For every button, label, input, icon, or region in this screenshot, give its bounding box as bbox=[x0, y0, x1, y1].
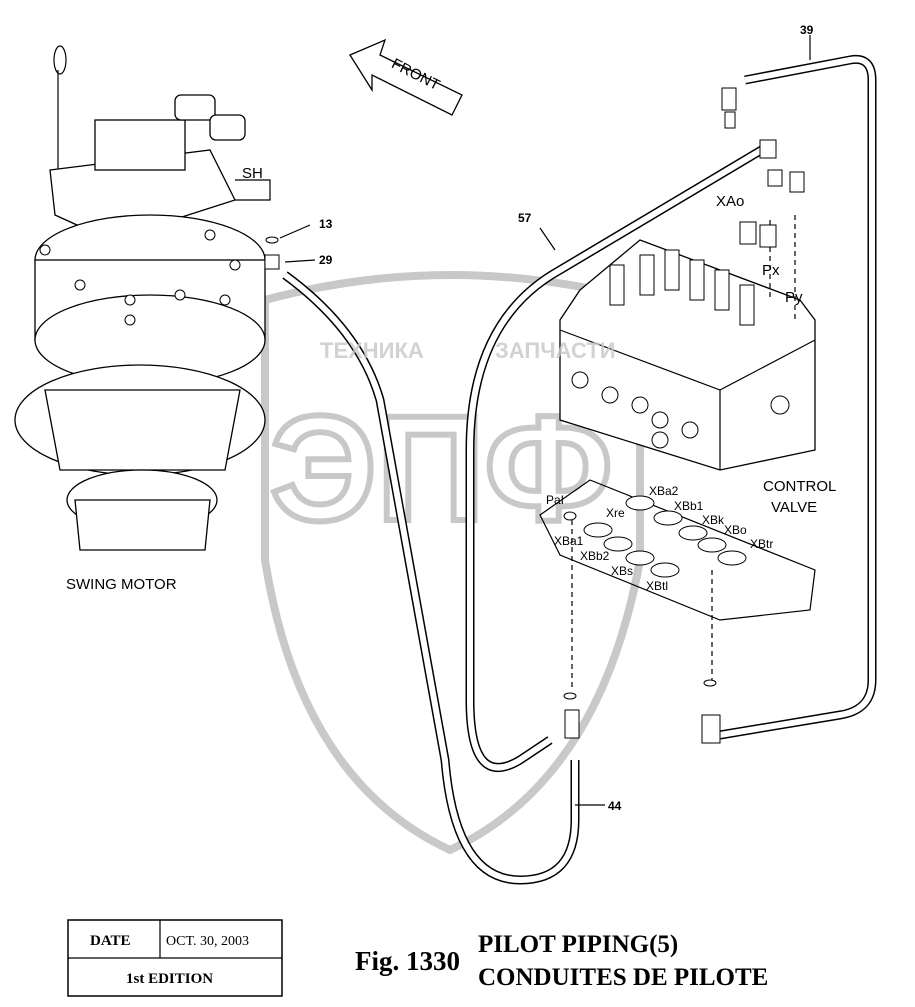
title-block: DATE OCT. 30, 2003 1st EDITION bbox=[67, 919, 283, 997]
svg-text:ЭПФ: ЭПФ bbox=[270, 384, 613, 552]
label-xbs: XBs bbox=[611, 564, 633, 578]
part-number-39: 39 bbox=[800, 23, 814, 37]
swing-motor-label: SWING MOTOR bbox=[66, 576, 177, 593]
swing-motor-drawing bbox=[14, 45, 266, 551]
part-number-44: 44 bbox=[608, 799, 622, 813]
leader-lines bbox=[235, 35, 811, 806]
figure-title-en: PILOT PIPING(5) bbox=[478, 931, 678, 958]
label-px: Px bbox=[762, 262, 780, 279]
label-xbb2: XBb2 bbox=[580, 549, 610, 563]
part-number-57: 57 bbox=[518, 211, 532, 225]
label-xbtl: XBtl bbox=[646, 579, 668, 593]
edition: 1st EDITION bbox=[126, 971, 213, 987]
hoses bbox=[282, 54, 877, 885]
label-xbk: XBk bbox=[702, 513, 725, 527]
control-valve-label-1: CONTROL bbox=[763, 478, 836, 495]
svg-text:ЗАПЧАСТИ: ЗАПЧАСТИ bbox=[495, 338, 616, 363]
label-xre: Xre bbox=[606, 506, 625, 520]
watermark: ЭПФ bbox=[261, 271, 644, 855]
control-valve-label-2: VALVE bbox=[771, 499, 817, 516]
figure-number: Fig. 1330 bbox=[355, 946, 460, 976]
label-xbo: XBo bbox=[724, 523, 747, 537]
control-valve-drawing bbox=[539, 215, 816, 690]
label-xao: XAo bbox=[716, 193, 744, 210]
figure-title-fr: CONDUITES DE PILOTE bbox=[478, 964, 768, 991]
fittings bbox=[264, 87, 805, 744]
label-xbtr: XBtr bbox=[750, 537, 773, 551]
part-number-29: 29 bbox=[319, 253, 333, 267]
date-value: OCT. 30, 2003 bbox=[166, 934, 249, 949]
label-xba2: XBa2 bbox=[649, 484, 679, 498]
date-label: DATE bbox=[90, 933, 131, 949]
label-py: Py bbox=[785, 289, 803, 306]
watermark-text: ТЕХНИКА ЗАПЧАСТИ bbox=[320, 338, 616, 363]
svg-text:ТЕХНИКА: ТЕХНИКА bbox=[320, 338, 424, 363]
label-xba1: XBa1 bbox=[554, 534, 584, 548]
label-sh: SH bbox=[242, 165, 263, 182]
label-pai: PaI bbox=[546, 493, 564, 507]
label-xbb1: XBb1 bbox=[674, 499, 704, 513]
front-direction-arrow: FRONT bbox=[349, 38, 463, 116]
part-number-13: 13 bbox=[319, 217, 333, 231]
